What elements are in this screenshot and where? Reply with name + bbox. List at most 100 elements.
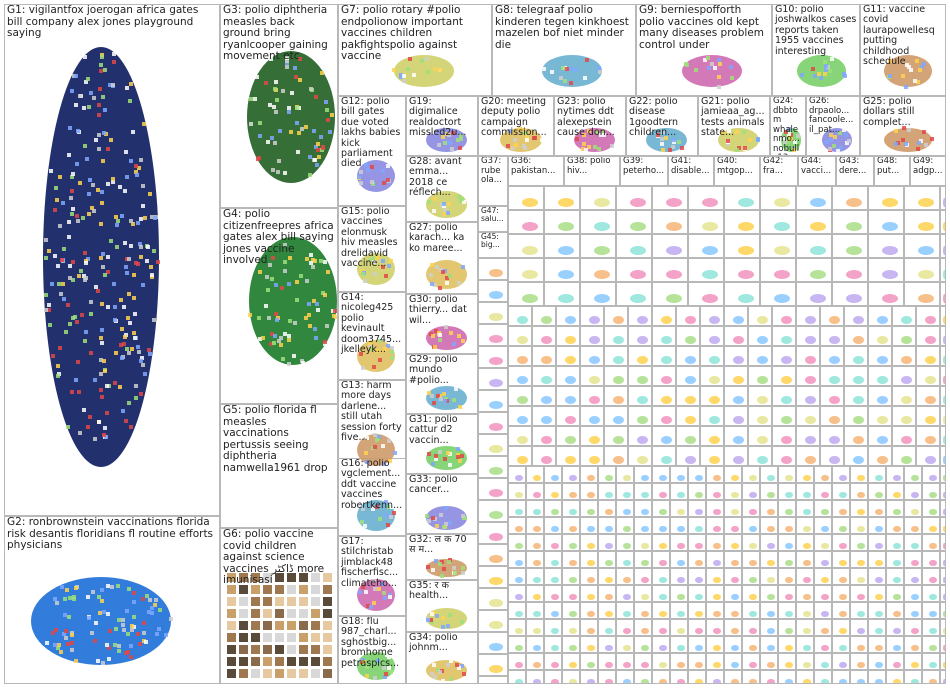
cluster-blob — [659, 475, 667, 482]
group-tile — [760, 234, 796, 258]
cluster-blob — [515, 577, 523, 584]
vertex-node — [447, 560, 451, 564]
cluster-blob — [569, 662, 577, 669]
group-tile — [634, 670, 652, 684]
cluster-blob — [803, 509, 811, 516]
vertex-node — [449, 677, 453, 681]
group-tile — [688, 653, 706, 670]
group-tile — [580, 346, 604, 366]
group-tile — [778, 602, 796, 619]
cluster-blob — [517, 356, 528, 364]
cluster-blob — [623, 679, 631, 684]
group-tile — [532, 406, 556, 426]
group-tile — [598, 636, 616, 653]
group-g9: G9: berniespofforth polio vaccines old k… — [636, 4, 772, 96]
cluster-blob — [846, 294, 862, 304]
cluster-blob — [821, 645, 829, 652]
cluster-blob — [781, 436, 792, 444]
vertex-node — [382, 181, 386, 185]
group-tile — [652, 446, 676, 466]
group-tile — [886, 551, 904, 568]
cluster-blob — [594, 222, 610, 232]
group-tile — [556, 386, 580, 406]
cluster-blob — [803, 611, 811, 618]
cluster-blob — [623, 560, 631, 567]
group-tile — [760, 602, 778, 619]
cluster-blob — [846, 270, 862, 280]
vertex-node — [102, 359, 106, 363]
cluster-blob — [925, 336, 936, 344]
vertex-node — [454, 387, 458, 391]
cluster-blob — [613, 416, 624, 424]
cluster-blob — [613, 436, 624, 444]
group-tile — [478, 478, 508, 500]
cluster-blob — [785, 526, 793, 533]
group-tile — [652, 653, 670, 670]
group-tile — [562, 585, 580, 602]
cluster-blob — [853, 376, 864, 384]
cluster-blob — [943, 543, 946, 550]
cluster-blob — [522, 246, 538, 256]
group-tile — [904, 258, 940, 282]
group-tile — [580, 585, 598, 602]
group-tile — [508, 517, 526, 534]
cluster-blob — [709, 416, 720, 424]
cluster-blob — [515, 475, 523, 482]
cluster-blob — [659, 628, 667, 635]
cluster-blob — [605, 628, 613, 635]
group-tile — [724, 500, 742, 517]
vertex-node — [888, 74, 892, 78]
cluster-blob — [785, 560, 793, 567]
vertex-node — [384, 672, 388, 676]
group-tile — [868, 234, 904, 258]
cluster-blob — [821, 475, 829, 482]
vertex-node — [433, 67, 437, 71]
group-label: G23: polio nytimes ddt alexepstein cause… — [557, 97, 623, 139]
vertex-node — [144, 640, 148, 644]
cluster-blob — [877, 356, 888, 364]
cluster-blob — [682, 55, 742, 87]
vertex-node — [127, 401, 131, 405]
cluster-blob — [666, 222, 682, 232]
cluster-blob — [733, 396, 744, 404]
cluster-blob — [767, 594, 775, 601]
vertex-node — [116, 584, 120, 588]
group-tile — [598, 585, 616, 602]
cluster-blob — [551, 509, 559, 516]
cluster-blob — [929, 526, 937, 533]
group-tile — [850, 653, 868, 670]
vertex-node — [59, 292, 63, 296]
vertex-node — [132, 331, 136, 335]
group-tile — [616, 210, 652, 234]
group-tile — [796, 210, 832, 234]
cluster-blob — [767, 679, 775, 684]
group-tile — [724, 517, 742, 534]
cluster-blob — [589, 336, 600, 344]
group-tile — [940, 234, 946, 258]
vertex-node — [272, 341, 276, 345]
group-tile — [724, 602, 742, 619]
vertex-node — [227, 657, 236, 666]
cluster-blob — [533, 475, 541, 482]
group-tile — [844, 386, 868, 406]
group-tile — [814, 636, 832, 653]
vertex-node — [319, 135, 323, 139]
group-tile — [904, 517, 922, 534]
group-tile — [598, 568, 616, 585]
cluster-blob — [805, 316, 816, 324]
cluster-blob — [767, 509, 775, 516]
vertex-node — [77, 390, 81, 394]
vertex-node — [89, 91, 93, 95]
cluster-blob — [733, 376, 744, 384]
vertex-node — [107, 657, 111, 661]
vertex-node — [442, 202, 446, 206]
group-tile — [772, 346, 796, 366]
cluster-blob — [517, 316, 528, 324]
group-tile — [760, 653, 778, 670]
vertex-node — [117, 644, 121, 648]
group-label: G38: polio hiv... — [567, 157, 617, 176]
group-tile — [580, 258, 616, 282]
vertex-node — [299, 621, 308, 630]
vertex-node — [137, 350, 141, 354]
group-tile — [778, 585, 796, 602]
